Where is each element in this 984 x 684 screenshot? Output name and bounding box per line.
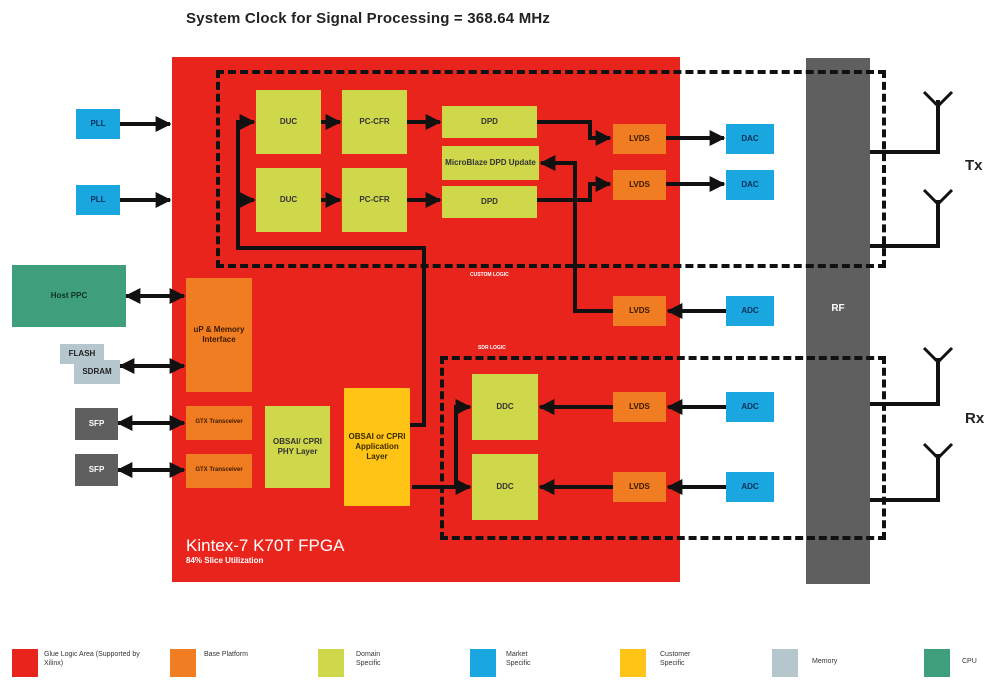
adc-feedback-block: ADC	[726, 296, 774, 326]
rf-label: RF	[831, 303, 845, 314]
legend-label-base-platform: Base Platform	[204, 651, 248, 658]
rx-zone-label: SDR LOGIC	[478, 345, 506, 351]
legend-swatch-memory	[772, 649, 798, 677]
legend-swatch-cpu	[924, 649, 950, 677]
obsai-cpri-phy-block: OBSAI/ CPRI PHY Layer	[265, 406, 330, 488]
legend-label-memory: Memory	[812, 658, 838, 665]
lvds-tx-block-2: LVDS	[613, 170, 666, 200]
lvds-tx-block-1: LVDS	[613, 124, 666, 154]
legend-label-domain-specific: Domain Specific	[356, 651, 381, 667]
legend-swatch-domain-specific	[318, 649, 344, 677]
up-memory-interface-block: uP & Memory Interface	[186, 278, 252, 392]
pll-block-2: PLL	[76, 185, 120, 215]
sfp-block-1: SFP	[75, 408, 118, 440]
fpga-utilization: 84% Slice Utilization	[186, 556, 264, 565]
duc-block-2: DUC	[256, 168, 321, 232]
microblaze-dpd-update-block: MicroBlaze DPD Update	[442, 146, 539, 180]
gtx-transceiver-block-1: GTX Transceiver	[186, 406, 252, 440]
fpga-name: Kintex-7 K70T FPGA	[186, 536, 345, 555]
lvds-rx-block-1: LVDS	[613, 392, 666, 422]
tx-zone-border	[216, 70, 886, 268]
gtx-transceiver-block-2: GTX Transceiver	[186, 454, 252, 488]
lvds-feedback-block: LVDS	[613, 296, 666, 326]
legend-label-cpu: CPU	[962, 658, 977, 665]
tx-label: Tx	[965, 157, 983, 174]
rx-label: Rx	[965, 410, 984, 427]
flash-block: FLASH	[60, 344, 104, 364]
pc-cfr-block-2: PC-CFR	[342, 168, 407, 232]
legend-label-glue-logic: Glue Logic Area (Supported by Xilinx)	[44, 651, 140, 667]
sfp-block-2: SFP	[75, 454, 118, 486]
legend-swatch-glue-logic	[12, 649, 38, 677]
legend-swatch-customer-specific	[620, 649, 646, 677]
legend-swatch-base-platform	[170, 649, 196, 677]
dac-block-1: DAC	[726, 124, 774, 154]
lvds-rx-block-2: LVDS	[613, 472, 666, 502]
rx-zone-border	[440, 356, 886, 540]
ddc-block-2: DDC	[472, 454, 538, 520]
pll-block-1: PLL	[76, 109, 120, 139]
adc-block-2: ADC	[726, 472, 774, 502]
adc-block-1: ADC	[726, 392, 774, 422]
pc-cfr-block-1: PC-CFR	[342, 90, 407, 154]
diagram-title: System Clock for Signal Processing = 368…	[186, 10, 551, 27]
tx-zone-label: CUSTOM LOGIC	[470, 272, 509, 278]
sdram-block: SDRAM	[74, 360, 120, 384]
dpd-block-2: DPD	[442, 186, 537, 218]
host-ppc-block: Host PPC	[12, 265, 126, 327]
legend-label-market-specific: Market Specific	[506, 651, 531, 667]
dpd-block-1: DPD	[442, 106, 537, 138]
dac-block-2: DAC	[726, 170, 774, 200]
rf-block	[806, 58, 870, 584]
obsai-cpri-application-block: OBSAI or CPRI Application Layer	[344, 388, 410, 506]
duc-block-1: DUC	[256, 90, 321, 154]
legend-label-customer-specific: Customer Specific	[660, 651, 691, 667]
legend-swatch-market-specific	[470, 649, 496, 677]
ddc-block-1: DDC	[472, 374, 538, 440]
